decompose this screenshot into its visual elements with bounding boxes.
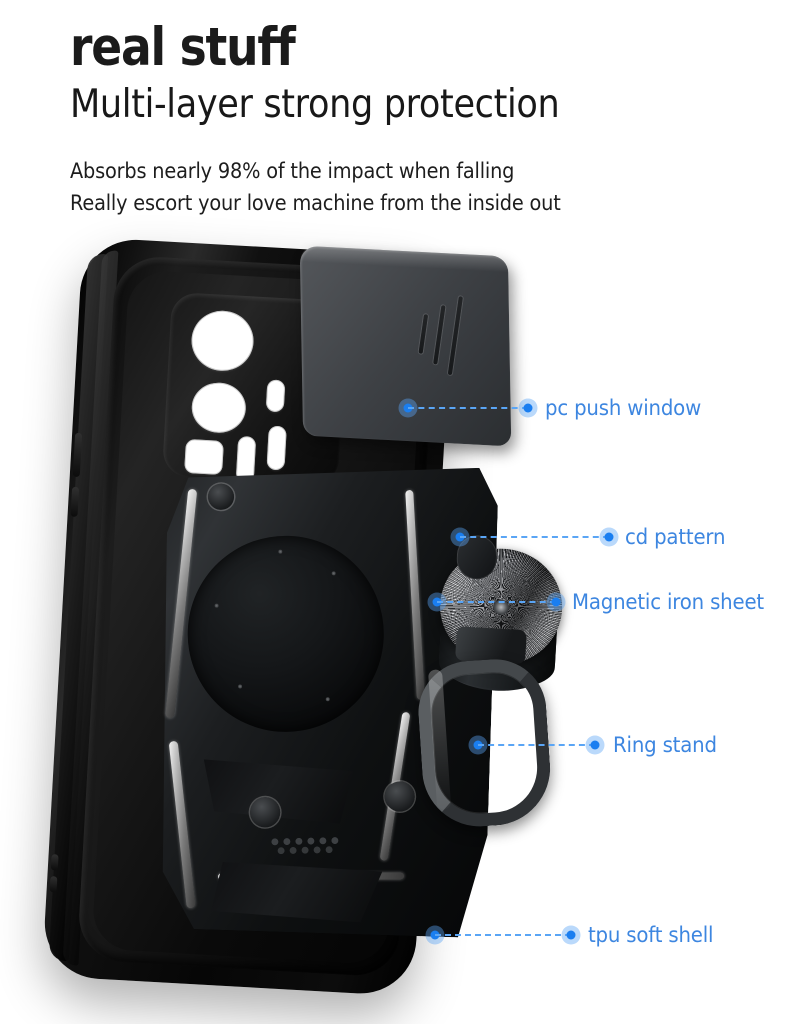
disc-screw-1	[278, 549, 283, 554]
callout-anchor-dot-cd-pattern[interactable]	[455, 532, 465, 542]
callout-label-dot-ring-stand[interactable]	[590, 740, 600, 750]
callout-label-dot-tpu-soft-shell[interactable]	[566, 930, 576, 940]
description-line-2: Really escort your love machine from the…	[70, 191, 561, 216]
slider-top-highlight	[299, 245, 509, 273]
camera-hole-main	[189, 309, 256, 373]
phone-case	[41, 236, 566, 1004]
description-line-1: Absorbs nearly 98% of the impact when fa…	[70, 158, 515, 183]
slider-grip-line-1	[418, 313, 429, 354]
callout-label-cd-pattern[interactable]: cd pattern	[625, 525, 726, 549]
camera-hole-macro	[265, 379, 286, 413]
callout-label-magnetic-iron-sheet[interactable]: Magnetic iron sheet	[572, 590, 764, 614]
callout-label-dot-magnetic-iron-sheet[interactable]	[551, 597, 561, 607]
camera-hole-wide	[190, 381, 248, 435]
pc-push-window-slider[interactable]	[299, 245, 512, 447]
callout-label-dot-cd-pattern[interactable]	[604, 532, 614, 542]
callout-label-dot-pc-push-window[interactable]	[523, 403, 533, 413]
slider-grip-line-3	[447, 296, 463, 376]
disc-screw-5	[325, 697, 330, 702]
page-title: real stuff	[70, 17, 296, 78]
disc-screw-4	[238, 684, 243, 689]
honeycomb-texture-patch	[268, 833, 366, 862]
slider-grip-line-2	[433, 305, 446, 365]
cd-pattern-hub	[492, 598, 510, 615]
disc-screw-2	[331, 571, 336, 576]
side-slot-upper	[50, 854, 59, 871]
ring-stand-module[interactable]	[406, 528, 602, 838]
disc-screw-3	[214, 603, 219, 608]
callout-anchor-dot-tpu-soft-shell[interactable]	[430, 930, 440, 940]
side-slot-lower	[49, 876, 58, 893]
callout-anchor-dot-magnetic-iron-sheet[interactable]	[432, 597, 442, 607]
callout-anchor-dot-pc-push-window[interactable]	[403, 403, 413, 413]
header-text-block: real stuff Multi-layer strong protection…	[70, 20, 770, 219]
callout-label-tpu-soft-shell[interactable]: tpu soft shell	[588, 923, 714, 947]
page-subtitle: Multi-layer strong protection	[70, 81, 560, 127]
callout-label-ring-stand[interactable]: Ring stand	[613, 733, 717, 757]
callout-anchor-dot-ring-stand[interactable]	[473, 740, 483, 750]
callout-label-pc-push-window[interactable]: pc push window	[545, 396, 702, 420]
product-illustration	[0, 236, 797, 1024]
